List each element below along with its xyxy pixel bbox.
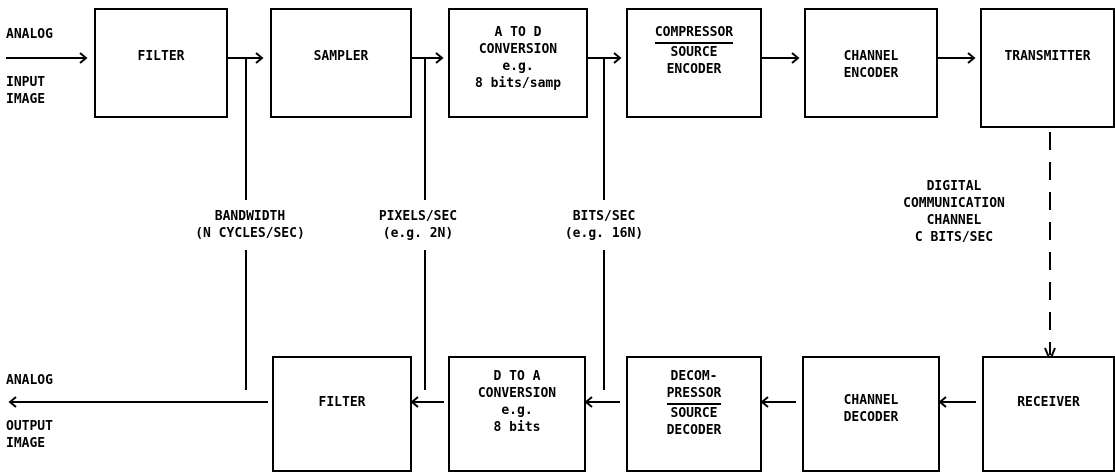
receiver-label: RECEIVER [1017, 395, 1080, 410]
atod-label: A TO D CONVERSION e.g. 8 bits/samp [448, 24, 588, 92]
channel-decoder-line2: DECODER [843, 410, 899, 425]
dtoa-line4: 8 bits [493, 420, 541, 435]
pixels-line2: (e.g. 2N) [382, 226, 454, 241]
decompressor-label: DECOM- PRESSOR SOURCE DECODER [626, 368, 762, 439]
channel-encoder-label: CHANNEL ENCODER [804, 48, 938, 82]
receiver-box [982, 356, 1115, 472]
channel-encoder-line1: CHANNEL [843, 49, 899, 64]
pixels-annotation: PIXELS/SEC (e.g. 2N) [358, 208, 478, 242]
channel-decoder-box [802, 356, 940, 472]
decompressor-line4: DECODER [666, 423, 722, 438]
filter-box-top [94, 8, 228, 118]
sampler-label: SAMPLER [313, 49, 369, 64]
channel-encoder-line2: ENCODER [843, 66, 899, 81]
transmitter-box [980, 8, 1115, 128]
atod-line3: e.g. [502, 59, 534, 74]
channel-decoder-line1: CHANNEL [843, 393, 899, 408]
input-label-line1: ANALOG [6, 27, 53, 42]
bandwidth-line2: (N CYCLES/SEC) [195, 226, 305, 241]
decompressor-line3: SOURCE [670, 406, 718, 421]
compressor-line3: ENCODER [666, 62, 722, 77]
pixels-line1: PIXELS/SEC [378, 209, 458, 224]
compressor-line1: COMPRESSOR [654, 24, 734, 44]
decompressor-line2: PRESSOR [666, 385, 722, 405]
atod-line1: A TO D [494, 25, 542, 40]
filter-bottom-label: FILTER [318, 395, 366, 410]
input-label-line3: IMAGE [6, 92, 46, 107]
output-label-line2: OUTPUT [6, 419, 53, 434]
output-label-line3: IMAGE [6, 436, 46, 451]
channel-encoder-box [804, 8, 938, 118]
decompressor-box [626, 356, 762, 472]
bits-line2: (e.g. 16N) [564, 226, 644, 241]
compressor-box [626, 8, 762, 118]
channel-line3: CHANNEL [926, 213, 982, 228]
transmitter-label: TRANSMITTER [1004, 49, 1091, 64]
output-label-line1: ANALOG [6, 373, 53, 388]
atod-line2: CONVERSION [478, 42, 558, 57]
filter-box-bottom [272, 356, 412, 472]
bandwidth-line1: BANDWIDTH [214, 209, 286, 224]
channel-line1: DIGITAL [926, 179, 982, 194]
filter-top-label: FILTER [137, 49, 185, 64]
atod-line4: 8 bits/samp [474, 76, 562, 91]
output-label-bottom: OUTPUT IMAGE [6, 418, 53, 452]
dtoa-line1: D TO A [493, 369, 541, 384]
sampler-box [270, 8, 412, 118]
bandwidth-annotation: BANDWIDTH (N CYCLES/SEC) [166, 208, 334, 242]
channel-annotation: DIGITAL COMMUNICATION CHANNEL C BITS/SEC [880, 178, 1028, 246]
dtoa-line2: CONVERSION [477, 386, 557, 401]
input-label-bottom: INPUT IMAGE [6, 74, 45, 108]
bits-annotation: BITS/SEC (e.g. 16N) [540, 208, 668, 242]
output-label: ANALOG [6, 372, 53, 389]
bits-line1: BITS/SEC [572, 209, 636, 224]
channel-line2: COMMUNICATION [903, 196, 1005, 211]
channel-line4: C BITS/SEC [914, 230, 994, 245]
compressor-line2: SOURCE [670, 45, 718, 60]
compressor-label: COMPRESSOR SOURCE ENCODER [626, 24, 762, 78]
input-label: ANALOG [6, 26, 53, 43]
input-label-line2: INPUT [6, 75, 46, 90]
channel-decoder-label: CHANNEL DECODER [802, 392, 940, 426]
dtoa-line3: e.g. [501, 403, 533, 418]
atod-box [448, 8, 588, 118]
decompressor-line1: DECOM- [670, 369, 718, 384]
dtoa-label: D TO A CONVERSION e.g. 8 bits [448, 368, 586, 436]
dtoa-box [448, 356, 586, 472]
